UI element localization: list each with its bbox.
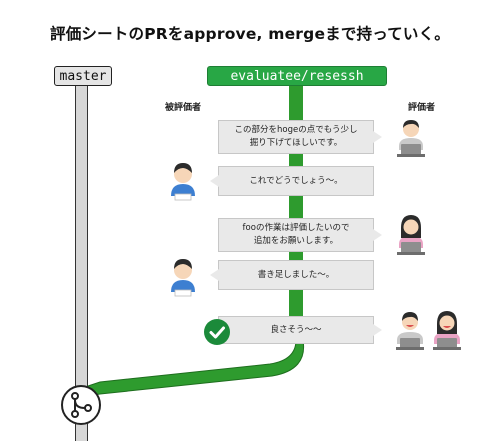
evaluator-avatar (397, 120, 425, 157)
evaluator-role-label: 評価者 (408, 103, 436, 113)
git-merge-icon (61, 385, 101, 425)
message-bubble-4: 書き足しました〜。 (210, 260, 374, 290)
master-branch-label: master (54, 66, 112, 86)
message-text: 良さそう〜〜 (270, 324, 322, 335)
message-bubble-5: 良さそう〜〜 (218, 316, 382, 344)
message-text: この部分をhogeの点でもう少し 掘り下げてほしいです。 (234, 125, 358, 148)
feature-branch-label: evaluatee/resessh (207, 66, 387, 86)
master-branch-line (75, 86, 88, 441)
evaluatee-avatar-2 (171, 259, 195, 297)
message-bubble-3: fooの作業は評価したいので 追加をお願いします。 (218, 218, 382, 252)
message-bubble-1: この部分をhogeの点でもう少し 掘り下げてほしいです。 (218, 120, 382, 154)
evaluator-avatar-smiling (396, 312, 424, 350)
evaluatee-role-label: 被評価者 (165, 103, 202, 113)
message-text: fooの作業は評価したいので 追加をお願いします。 (242, 223, 350, 246)
evaluator-avatar-female (397, 215, 425, 255)
check-icon (204, 319, 230, 345)
evaluator-avatar-female-smiling (433, 311, 461, 350)
page-title: 評価シートのPRをapprove, mergeまで持っていく。 (50, 25, 450, 43)
message-text: これでどうでしょう〜。 (249, 175, 343, 186)
evaluatee-avatar (171, 163, 195, 201)
message-bubble-2: これでどうでしょう〜。 (210, 166, 374, 196)
message-text: 書き足しました〜。 (257, 269, 335, 280)
